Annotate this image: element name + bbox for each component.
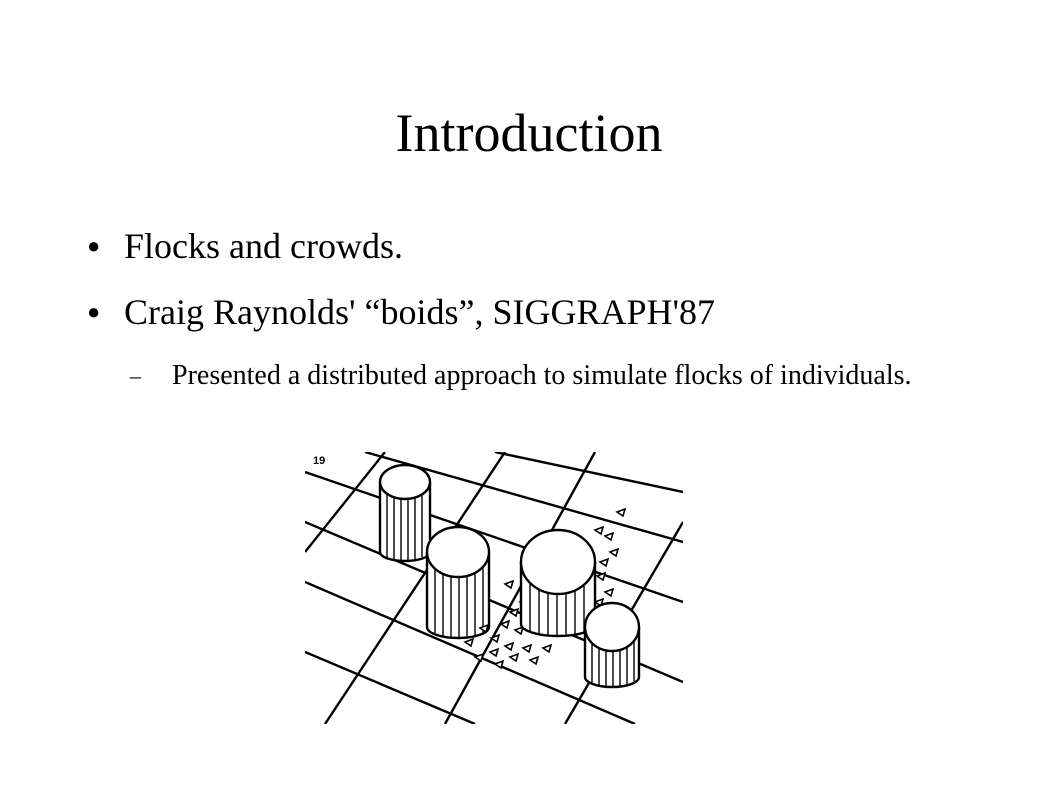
bullet-item: ● Flocks and crowds. xyxy=(87,224,987,268)
cylinder-obstacle xyxy=(583,601,641,689)
sub-bullet-marker: – xyxy=(130,363,141,388)
slide-title: Introduction xyxy=(395,103,663,163)
boids-illustration: 19 xyxy=(305,452,683,724)
bullet-text: Flocks and crowds. xyxy=(124,226,403,266)
cylinder-obstacle xyxy=(378,463,432,563)
bullet-text: Craig Raynolds' “boids”, SIGGRAPH'87 xyxy=(124,292,715,332)
bullet-marker: ● xyxy=(87,233,101,258)
sub-bullet-text: Presented a distributed approach to simu… xyxy=(172,360,912,391)
bullet-item: ● Craig Raynolds' “boids”, SIGGRAPH'87 xyxy=(87,290,987,334)
boids-drawing: 19 xyxy=(305,452,683,724)
figure-corner-label: 19 xyxy=(313,455,325,467)
bullet-marker: ● xyxy=(87,299,101,324)
cylinder-obstacle xyxy=(425,525,491,640)
boids-flock xyxy=(463,507,627,670)
cylinder-obstacle xyxy=(519,528,597,638)
